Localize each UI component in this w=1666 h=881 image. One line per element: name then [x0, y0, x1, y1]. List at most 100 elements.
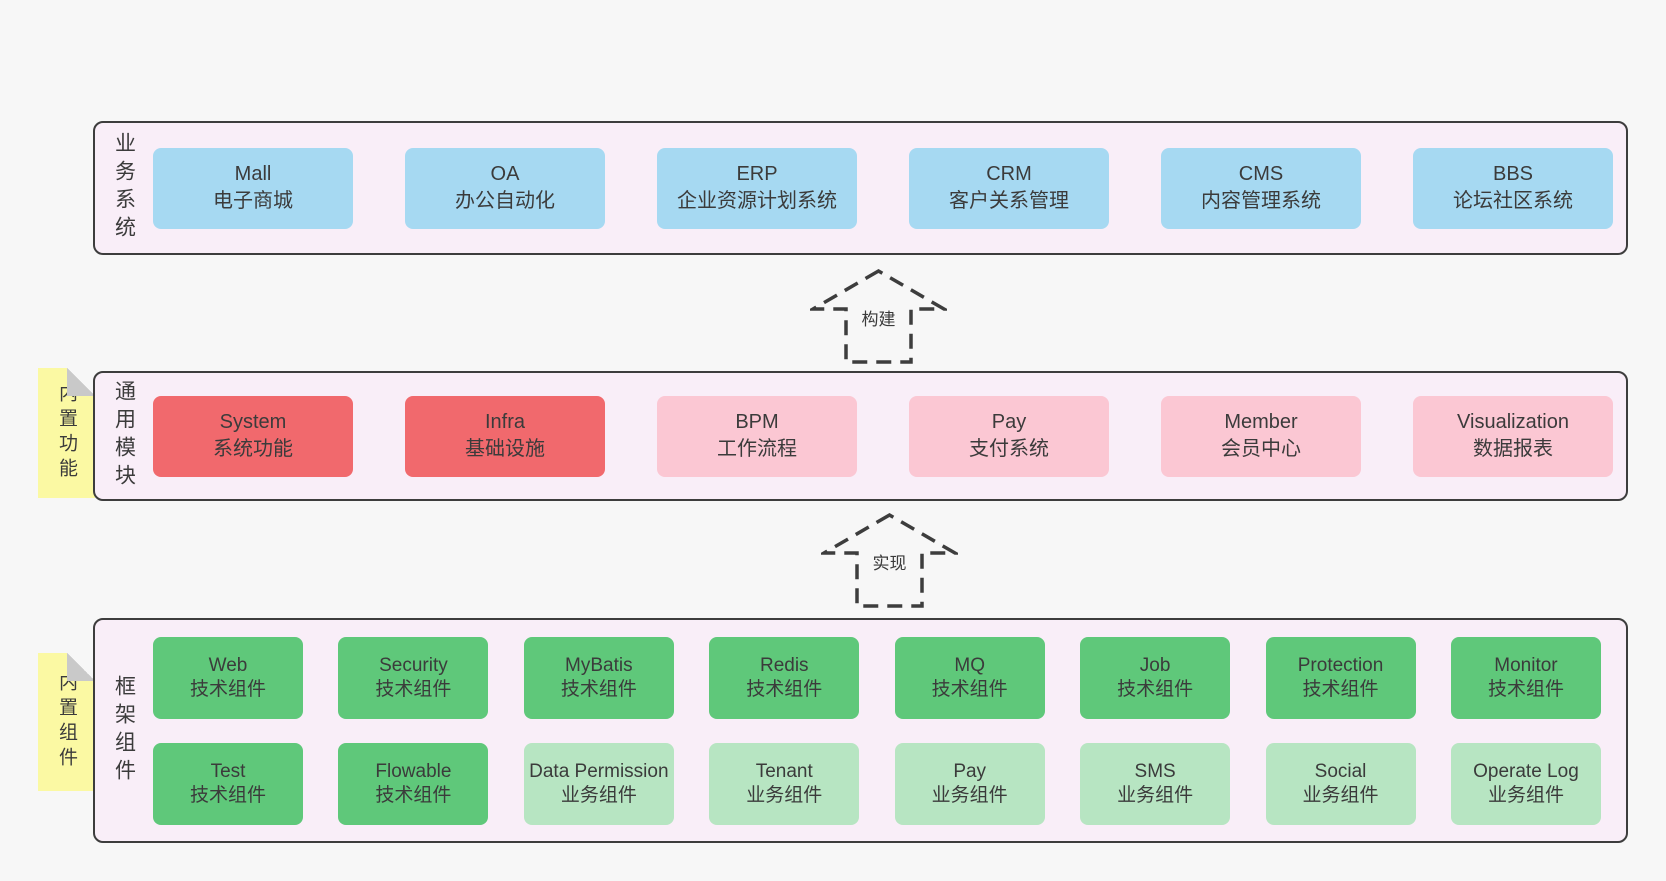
box-subtitle: 业务组件 — [1117, 784, 1194, 806]
box-subtitle: 技术组件 — [931, 678, 1008, 700]
box-pay-module: Pay 支付系统 — [909, 395, 1109, 477]
box-web: Web 技术组件 — [153, 636, 303, 719]
box-monitor: Monitor 技术组件 — [1450, 636, 1601, 719]
layer-label-modules: 通用模块 — [112, 380, 136, 492]
panel-business-systems: 业务系统 Mall 电子商城 OA 办公自动化 ERP 企业资源计划系统 CRM… — [93, 121, 1628, 255]
box-subtitle: 技术组件 — [1117, 678, 1194, 700]
box-visualization: Visualization 数据报表 — [1413, 395, 1613, 477]
module-boxes-row: System 系统功能 Infra 基础设施 BPM 工作流程 Pay 支付系统… — [153, 395, 1626, 477]
box-title: BPM — [735, 411, 779, 433]
box-member: Member 会员中心 — [1161, 395, 1361, 477]
panel-framework-components: 框架组件 Web 技术组件 Security 技术组件 MyBatis 技术组件… — [93, 618, 1628, 843]
box-title: Test — [210, 760, 246, 782]
box-title: Data Permission — [529, 760, 669, 782]
box-subtitle: 技术组件 — [375, 784, 452, 806]
panel-common-modules: 通用模块 System 系统功能 Infra 基础设施 BPM 工作流程 Pay… — [93, 371, 1628, 501]
box-title: Tenant — [755, 760, 813, 782]
box-title: Pay — [991, 411, 1027, 433]
box-infra: Infra 基础设施 — [405, 395, 605, 477]
box-title: Protection — [1297, 654, 1384, 676]
layer-label-zone: 业务系统 — [95, 123, 153, 253]
box-title: CMS — [1238, 163, 1284, 185]
box-subtitle: 业务组件 — [1487, 784, 1564, 806]
layer-label-components: 框架组件 — [112, 674, 136, 787]
box-pay-component: Pay 业务组件 — [894, 742, 1045, 825]
box-subtitle: 业务组件 — [1302, 784, 1379, 806]
box-subtitle: 客户关系管理 — [949, 190, 1069, 212]
box-subtitle: 会员中心 — [1221, 438, 1301, 460]
box-title: OA — [490, 163, 520, 185]
box-operate-log: Operate Log 业务组件 — [1450, 742, 1601, 825]
box-bbs: BBS 论坛社区系统 — [1413, 147, 1613, 229]
box-subtitle: 工作流程 — [717, 438, 797, 460]
box-subtitle: 技术组件 — [1487, 678, 1564, 700]
box-title: System — [219, 411, 287, 433]
box-subtitle: 技术组件 — [1302, 678, 1379, 700]
box-title: Redis — [759, 654, 809, 676]
box-title: Infra — [484, 411, 526, 433]
arrow-build: 构建 — [810, 268, 947, 365]
component-row-2: Test 技术组件 Flowable 技术组件 Data Permission … — [153, 742, 1601, 825]
box-flowable: Flowable 技术组件 — [338, 742, 489, 825]
dashed-up-arrow-icon — [821, 512, 958, 608]
box-subtitle: 技术组件 — [189, 678, 266, 700]
arrow-implement-label: 实现 — [868, 548, 911, 575]
box-title: CRM — [986, 163, 1032, 185]
box-subtitle: 技术组件 — [560, 678, 637, 700]
box-title: Mall — [234, 163, 272, 185]
box-subtitle: 业务组件 — [746, 784, 823, 806]
box-subtitle: 内容管理系统 — [1201, 190, 1321, 212]
sticky-note-built-in-features: 内置功能 — [38, 368, 95, 498]
box-title: Flowable — [375, 760, 452, 782]
box-data-permission: Data Permission 业务组件 — [523, 742, 674, 825]
layer-label-business: 业务系统 — [112, 132, 136, 244]
box-subtitle: 支付系统 — [969, 438, 1049, 460]
layer-label-zone: 框架组件 — [95, 620, 153, 841]
box-sms: SMS 业务组件 — [1080, 742, 1231, 825]
box-mq: MQ 技术组件 — [894, 636, 1045, 719]
arrow-build-label: 构建 — [857, 304, 900, 331]
box-title: Operate Log — [1473, 760, 1579, 782]
box-cms: CMS 内容管理系统 — [1161, 147, 1361, 229]
box-title: Monitor — [1494, 654, 1558, 676]
business-boxes-row: Mall 电子商城 OA 办公自动化 ERP 企业资源计划系统 CRM 客户关系… — [153, 147, 1626, 229]
box-title: ERP — [736, 163, 778, 185]
box-subtitle: 办公自动化 — [455, 190, 555, 212]
box-redis: Redis 技术组件 — [709, 636, 860, 719]
box-title: MQ — [954, 654, 985, 676]
box-title: MyBatis — [565, 654, 633, 676]
box-title: Visualization — [1457, 411, 1569, 433]
box-title: Security — [379, 654, 448, 676]
box-title: Web — [208, 654, 248, 676]
sticky-note-built-in-components: 内置组件 — [38, 653, 95, 791]
box-oa: OA 办公自动化 — [405, 147, 605, 229]
arrow-implement: 实现 — [821, 512, 958, 609]
box-bpm: BPM 工作流程 — [657, 395, 857, 477]
box-subtitle: 论坛社区系统 — [1453, 190, 1573, 212]
box-title: Member — [1224, 411, 1298, 433]
box-title: Social — [1314, 760, 1367, 782]
box-erp: ERP 企业资源计划系统 — [657, 147, 857, 229]
box-tenant: Tenant 业务组件 — [709, 742, 860, 825]
box-title: Pay — [953, 760, 987, 782]
box-subtitle: 技术组件 — [746, 678, 823, 700]
box-test: Test 技术组件 — [153, 742, 303, 825]
box-subtitle: 技术组件 — [375, 678, 452, 700]
box-title: Job — [1139, 654, 1171, 676]
box-subtitle: 业务组件 — [560, 784, 637, 806]
box-crm: CRM 客户关系管理 — [909, 147, 1109, 229]
component-rows: Web 技术组件 Security 技术组件 MyBatis 技术组件 Redi… — [153, 636, 1626, 825]
component-row-1: Web 技术组件 Security 技术组件 MyBatis 技术组件 Redi… — [153, 636, 1601, 719]
box-job: Job 技术组件 — [1080, 636, 1231, 719]
box-security: Security 技术组件 — [338, 636, 489, 719]
layer-label-zone: 通用模块 — [95, 373, 153, 499]
box-mall: Mall 电子商城 — [153, 147, 353, 229]
box-subtitle: 基础设施 — [465, 438, 545, 460]
box-subtitle: 电子商城 — [213, 190, 293, 212]
box-title: SMS — [1134, 760, 1176, 782]
box-subtitle: 企业资源计划系统 — [677, 190, 837, 212]
box-system: System 系统功能 — [153, 395, 353, 477]
sticky-note-label: 内置功能 — [56, 383, 77, 483]
box-subtitle: 系统功能 — [213, 438, 293, 460]
sticky-note-label: 内置组件 — [56, 672, 77, 772]
